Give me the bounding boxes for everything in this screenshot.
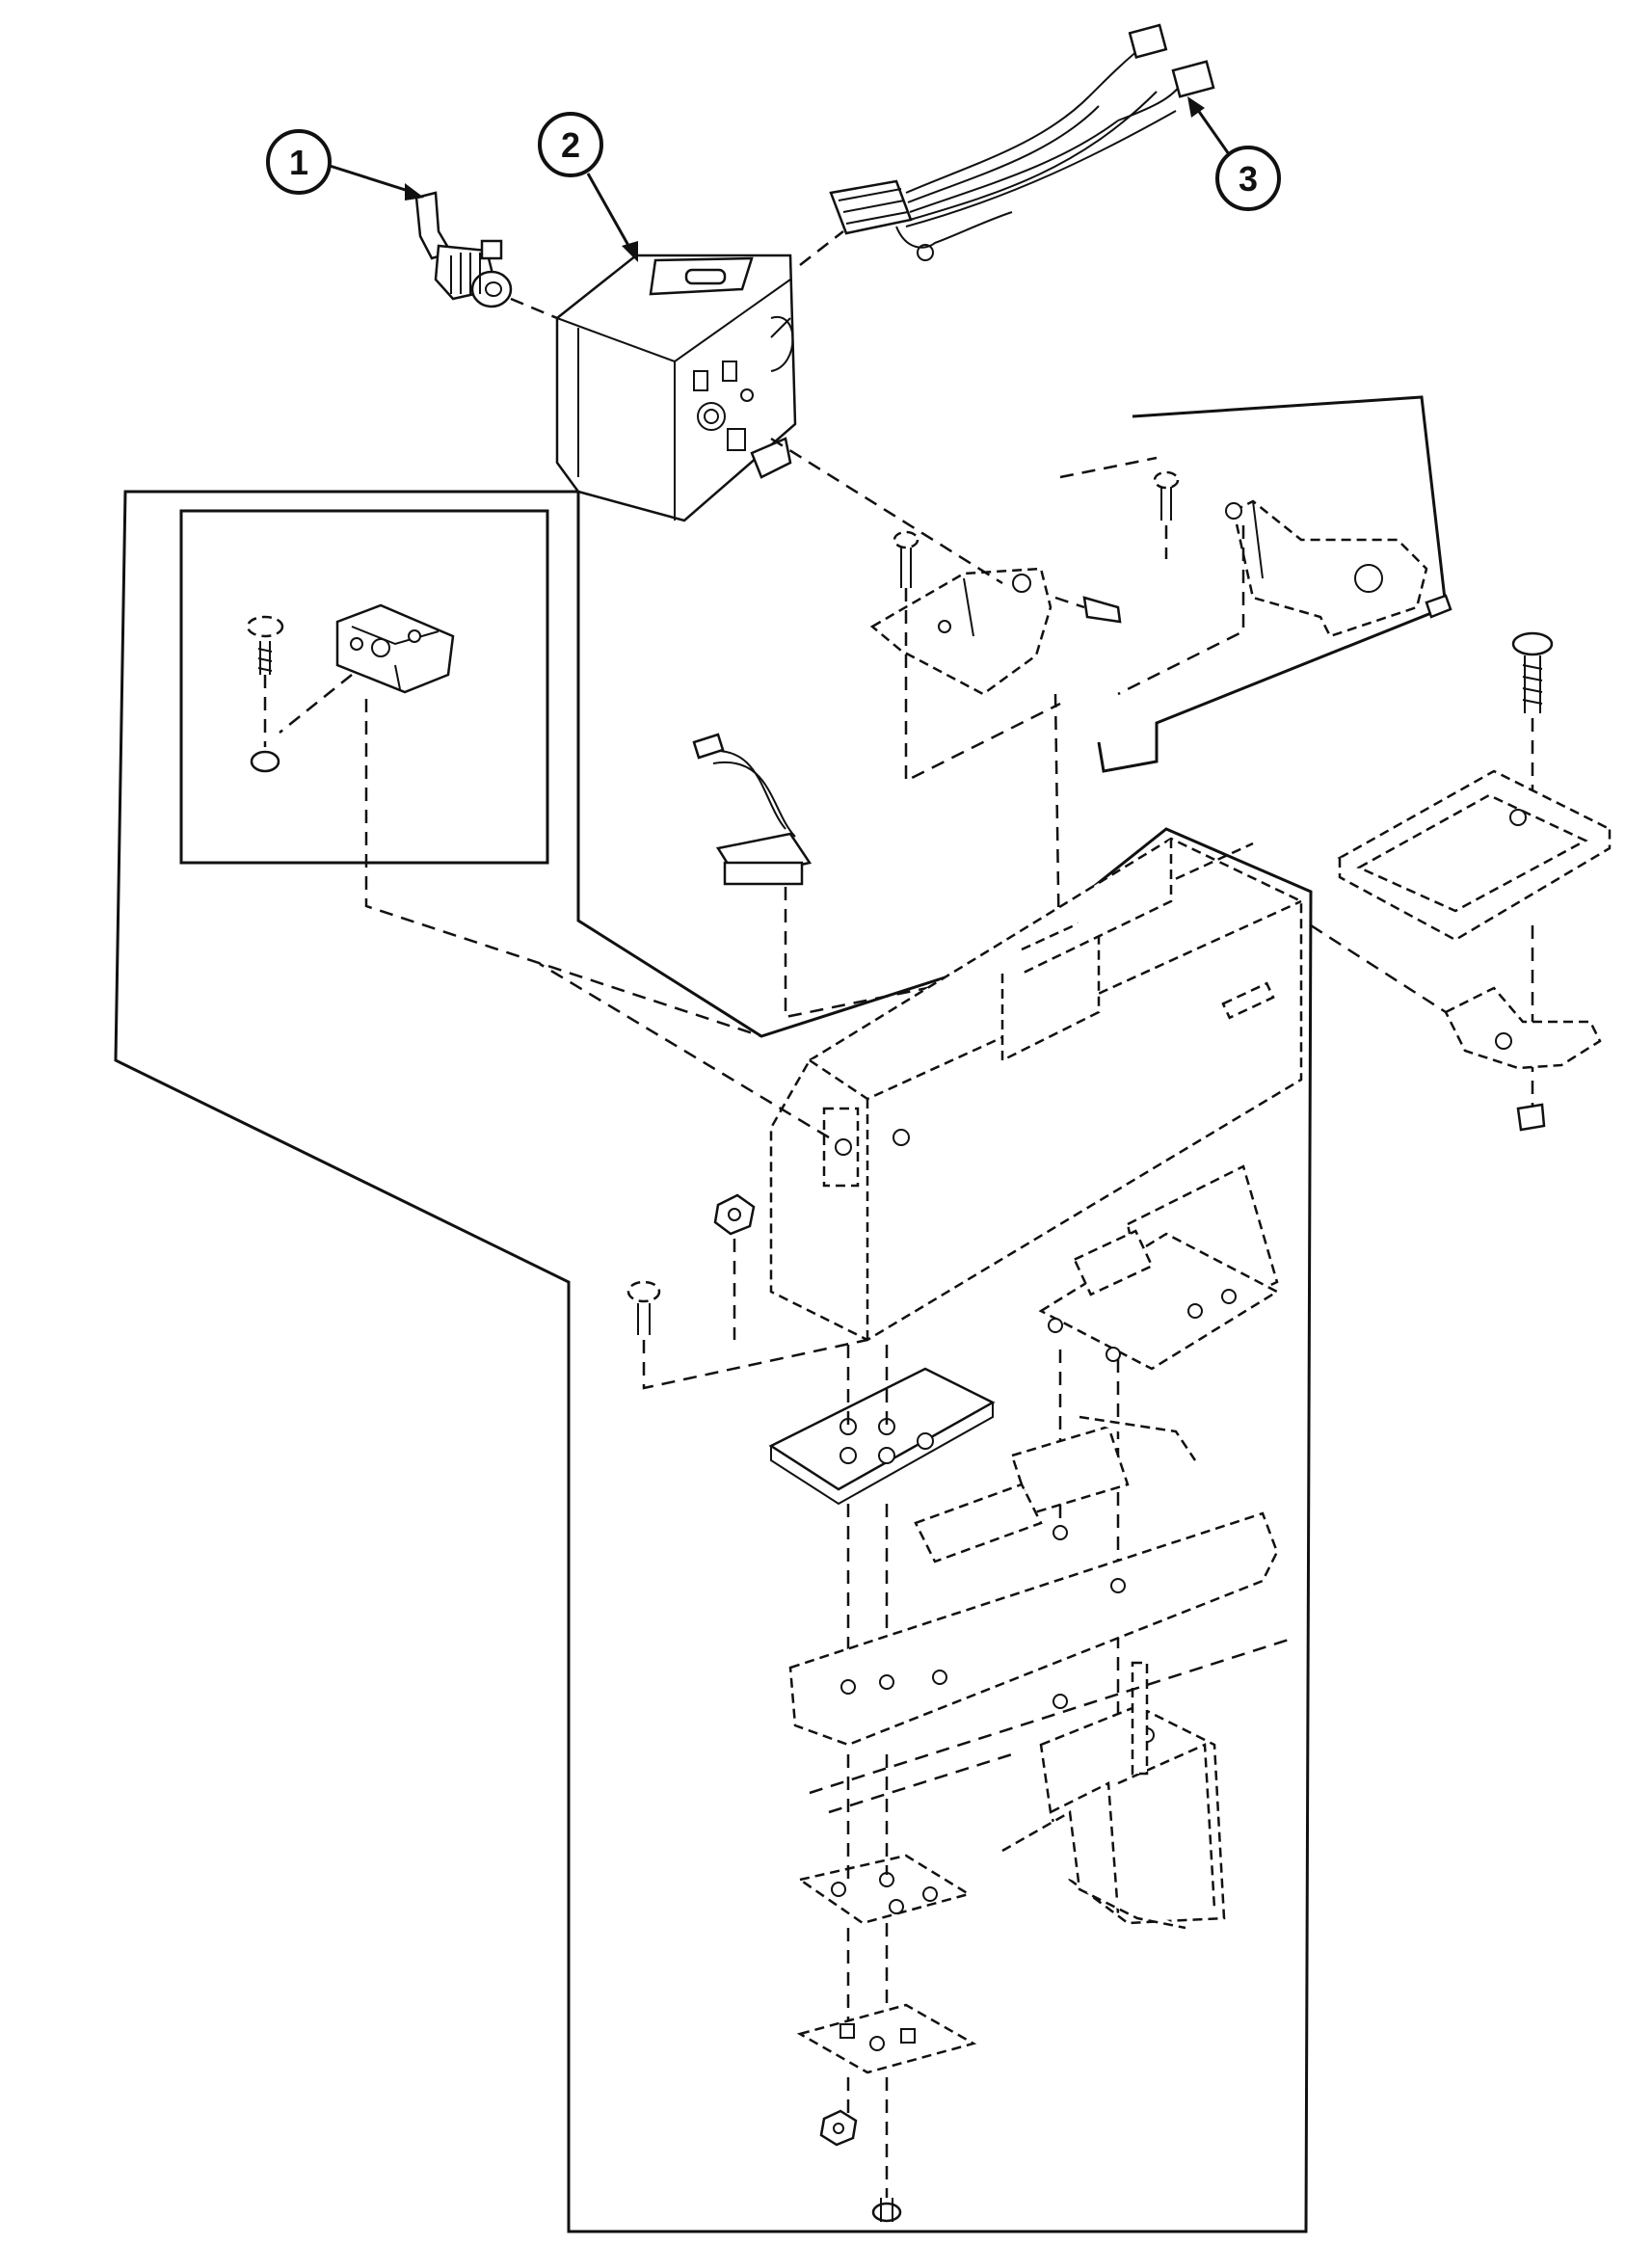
base-plate-upper bbox=[1038, 1164, 1280, 1371]
callout-3: 3 bbox=[1187, 96, 1281, 211]
screw-shank-detail bbox=[257, 641, 273, 675]
callout-2: 2 bbox=[538, 112, 638, 262]
mounting-bracket-right bbox=[1225, 499, 1428, 638]
callout-2-label: 2 bbox=[561, 125, 580, 165]
part-3-wire-harness bbox=[829, 23, 1215, 261]
wire-connector bbox=[692, 733, 813, 886]
screw-head-detail bbox=[246, 615, 284, 638]
callout-3-label: 3 bbox=[1239, 159, 1258, 199]
mounting-plate-middle bbox=[768, 1367, 996, 1506]
spacer-block-right bbox=[1337, 769, 1612, 942]
square-plate-lower-1 bbox=[796, 1854, 973, 1925]
switch-bracket-middle bbox=[869, 567, 1052, 696]
part-2-timer-module bbox=[555, 254, 797, 522]
part-1-coil-actuator bbox=[414, 191, 513, 308]
callout-1: 1 bbox=[266, 129, 424, 200]
square-plate-lower-2 bbox=[796, 2003, 977, 2074]
nut-detail bbox=[250, 750, 280, 773]
callout-1-label: 1 bbox=[289, 143, 308, 182]
housing-outline bbox=[114, 490, 1313, 2233]
terminal-block-detail bbox=[335, 603, 455, 694]
detail-inset-panel bbox=[179, 509, 549, 865]
central-enclosure bbox=[769, 837, 1303, 1342]
frame-structure bbox=[788, 1415, 1279, 1930]
support-bracket-right bbox=[1444, 986, 1602, 1070]
bracket-assembly-panel bbox=[1097, 395, 1448, 773]
